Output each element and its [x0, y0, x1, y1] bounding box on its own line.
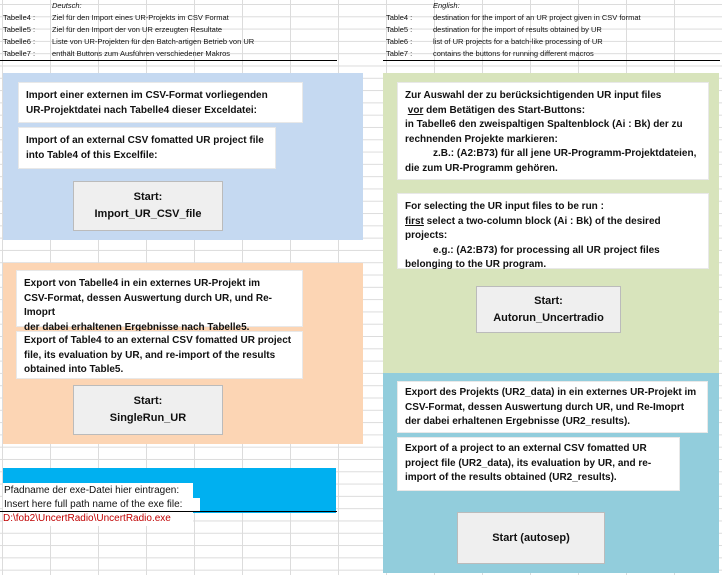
german-header: Deutsch:: [52, 1, 82, 10]
autosep-panel: Export des Projekts (UR2_data) in ein ex…: [383, 373, 719, 573]
exe-path-panel: Pfadname der exe-Datei hier eintragen: I…: [3, 468, 336, 513]
button-label: Import_UR_CSV_file: [94, 208, 202, 220]
sheet-label: Tabelle5 :: [3, 25, 36, 34]
button-label: SingleRun_UR: [109, 412, 187, 424]
text-line: UR-Projektdatei nach Tabelle4 dieser Exc…: [26, 104, 258, 116]
text-line: import of the results obtained (UR2_resu…: [405, 472, 617, 483]
divider: [0, 60, 337, 61]
text-line: For selecting the UR input files to be r…: [405, 201, 604, 212]
text-line: Import einer externen im CSV-Format vorl…: [26, 90, 268, 101]
emphasis: first: [405, 215, 424, 227]
text-line: in Tabelle6 den zweispaltigen Spaltenblo…: [405, 119, 683, 130]
text-line: obtained into Table5.: [24, 364, 124, 375]
import-desc-de: Import einer externen im CSV-Format vorl…: [18, 82, 303, 123]
text-line: e.g.: (A2:B73) for processing all UR pro…: [433, 244, 660, 256]
singlerun-desc-de: Export von Tabelle4 in ein externes UR-P…: [16, 270, 303, 333]
text-line: rechnenden Projekte markieren:: [405, 133, 558, 145]
autosep-desc-de: Export des Projekts (UR2_data) in ein ex…: [397, 381, 708, 433]
text-line: die zum UR-Programm gehören.: [405, 162, 558, 174]
text-line: z.B.: (A2:B73) für all jene UR-Programm-…: [433, 148, 697, 159]
button-label: Start:: [133, 191, 163, 203]
autorun-panel: Zur Auswahl der zu berücksichtigenden UR…: [383, 73, 719, 373]
button-label: Start (autosep): [492, 531, 570, 544]
sheet-label: Tabelle4 :: [3, 13, 36, 22]
text-fragment: dem Betätigen des Start-Buttons:: [423, 104, 586, 116]
autorun-desc-de: Zur Auswahl der zu berücksichtigenden UR…: [397, 82, 709, 180]
text-line: vor dem Betätigen des Start-Buttons:: [405, 104, 701, 119]
text-line: into Table4 of this Excelfile:: [26, 149, 158, 161]
sheet-desc: list of UR projects for a batch-like pro…: [433, 37, 603, 46]
divider: [0, 511, 337, 512]
text-line: der dabei erhaltenen Ergebnisse (UR2_res…: [405, 416, 631, 427]
sheet-desc: destination for the import of results ob…: [433, 25, 602, 34]
autorun-uncertradio-button[interactable]: Start: Autorun_Uncertradio: [476, 286, 621, 333]
start-autosep-button[interactable]: Start (autosep): [457, 512, 605, 564]
import-panel: Import einer externen im CSV-Format vorl…: [3, 73, 363, 240]
sheet-desc: Liste von UR-Projekten für den Batch-art…: [52, 37, 255, 46]
divider: [383, 60, 720, 61]
sheet-label: Tabelle6 :: [3, 37, 36, 46]
text-line: file, its evaluation by UR, and re-impor…: [24, 349, 276, 361]
text-line: Import of an external CSV fomatted UR pr…: [26, 135, 264, 146]
text-line: der dabei erhaltenen Ergebnisse nach Tab…: [24, 321, 250, 333]
text-line: Export des Projekts (UR2_data) in ein ex…: [405, 387, 697, 398]
button-label: Start:: [133, 395, 163, 407]
text-line: Export of Table4 to an external CSV foma…: [24, 335, 292, 346]
sheet-desc: Ziel für den Import der von UR erzeugten…: [52, 25, 223, 34]
text-line: CSV-Format, dessen Auswertung durch UR, …: [405, 401, 685, 413]
sheet-label: Table7 :: [386, 49, 413, 58]
text-fragment: select a two-column block (Ai : Bk) of t…: [405, 215, 661, 242]
button-label: Start:: [534, 294, 563, 307]
exe-path-input[interactable]: D:\fob2\UncertRadio\UncertRadio.exe: [3, 512, 193, 526]
sheet-label: Table4 :: [386, 13, 413, 22]
text-line: Export von Tabelle4 in ein externes UR-P…: [24, 278, 260, 289]
exe-label-en: Insert here full path name of the exe fi…: [3, 498, 200, 512]
text-line: first select a two-column block (Ai : Bk…: [405, 215, 701, 244]
sheet-desc: Ziel für den Import eines UR-Projekts im…: [52, 13, 229, 22]
exe-label-de: Pfadname der exe-Datei hier eintragen:: [3, 483, 193, 498]
sheet-desc: contains the buttons for running differe…: [433, 49, 594, 58]
emphasis: vor: [407, 104, 424, 116]
text-line: Zur Auswahl der zu berücksichtigenden UR…: [405, 90, 662, 101]
import-desc-en: Import of an external CSV fomatted UR pr…: [18, 127, 276, 169]
sheet-desc: enthält Buttons zum Ausführen verschiede…: [52, 49, 231, 58]
singlerun-desc-en: Export of Table4 to an external CSV foma…: [16, 331, 303, 379]
sheet-label: Table5 :: [386, 25, 413, 34]
text-line: belonging to the UR program.: [405, 259, 547, 270]
text-line: project file (UR2_data), its evaluation …: [405, 457, 652, 469]
import-ur-csv-button[interactable]: Start: Import_UR_CSV_file: [73, 181, 223, 231]
text-line: CSV-Format, dessen Auswertung durch UR, …: [24, 292, 272, 319]
singlerun-ur-button[interactable]: Start: SingleRun_UR: [73, 385, 223, 435]
text-line: Export of a project to an external CSV f…: [405, 443, 647, 454]
autosep-desc-en: Export of a project to an external CSV f…: [397, 437, 680, 491]
sheet-label: Table6 :: [386, 37, 413, 46]
button-label: Autorun_Uncertradio: [493, 311, 604, 324]
sheet-desc: destination for the import of an UR proj…: [433, 13, 641, 22]
sheet-label: Tabelle7 :: [3, 49, 36, 58]
singlerun-panel: Export von Tabelle4 in ein externes UR-P…: [3, 263, 363, 444]
autorun-desc-en: For selecting the UR input files to be r…: [397, 193, 709, 270]
english-header: English:: [433, 1, 460, 10]
